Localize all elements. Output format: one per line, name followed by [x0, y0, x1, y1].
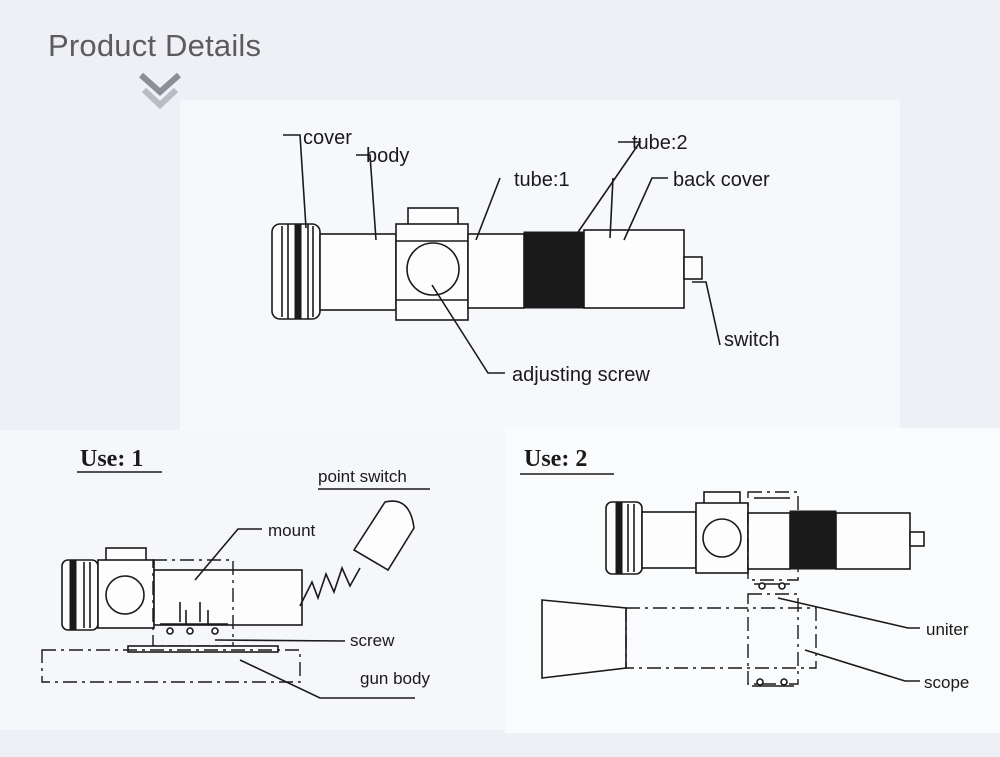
use1-point-switch: [299, 500, 415, 607]
label-gun-body: gun body: [360, 669, 430, 688]
use1-mount: [152, 559, 234, 647]
label-mount: mount: [268, 521, 316, 540]
sight-cover: [271, 223, 321, 320]
label-adjusting-screw: adjusting screw: [512, 364, 650, 386]
label-tube1: tube:1: [514, 169, 570, 191]
use1-sight: [61, 547, 303, 653]
adjusting-block: [395, 207, 469, 321]
use1-title: Use: 1: [80, 446, 143, 472]
label-cover: cover: [303, 127, 352, 149]
use2-title: Use: 2: [524, 446, 587, 472]
use2-uniter: [747, 593, 799, 685]
page-title: Product Details: [48, 28, 262, 63]
label-tube2: tube:2: [632, 132, 688, 154]
label-switch: switch: [724, 329, 780, 351]
label-scope: scope: [924, 673, 969, 692]
label-uniter: uniter: [926, 620, 969, 639]
chevron-down-icon: [138, 72, 182, 110]
label-point-switch: point switch: [318, 467, 407, 486]
use2-sight: [605, 491, 925, 590]
label-screw: screw: [350, 631, 395, 650]
tube-1: [467, 233, 525, 309]
back-cover: [583, 229, 685, 309]
label-body: body: [366, 145, 409, 167]
label-back-cover: back cover: [673, 169, 770, 191]
tube-2: [523, 231, 585, 309]
sight-main: [271, 134, 721, 374]
use2-scope: [541, 593, 817, 687]
switch-knob: [683, 256, 703, 280]
sight-body: [319, 233, 397, 311]
use1-gun-body: [41, 649, 301, 683]
